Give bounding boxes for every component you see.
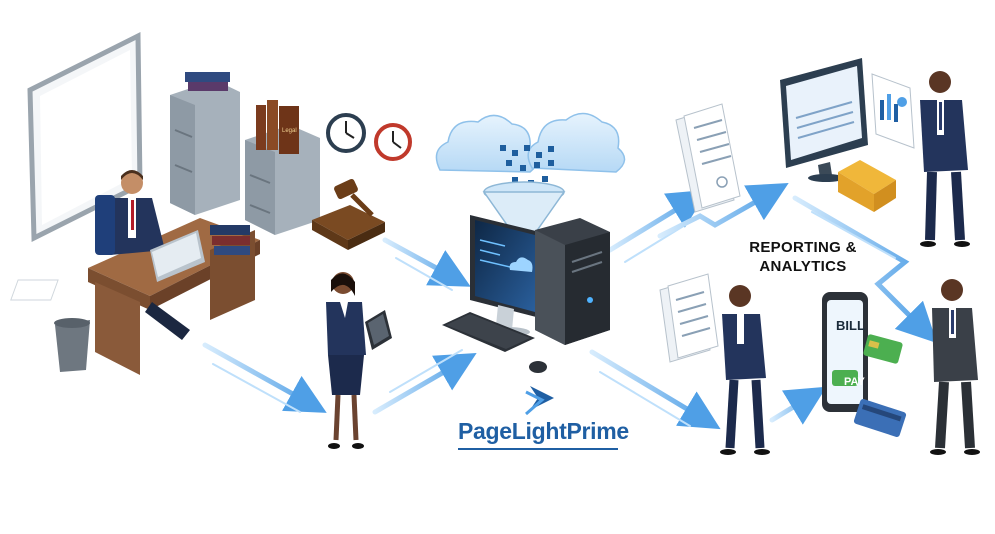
book-spine-label: Legal bbox=[282, 128, 297, 134]
trash-bin-icon bbox=[54, 318, 90, 372]
mobile-bill-icon bbox=[822, 292, 868, 412]
pay-button-label: PAY bbox=[844, 376, 865, 388]
brand-logo: PageLightPrime bbox=[458, 384, 628, 454]
mouse-icon bbox=[529, 361, 547, 373]
books-icon bbox=[210, 225, 250, 255]
books-icon: Legal bbox=[256, 100, 299, 154]
bill-label: BILL bbox=[836, 318, 865, 333]
wall-clock-icon bbox=[376, 125, 410, 159]
dashboard-icon bbox=[780, 0, 914, 182]
brand-underline bbox=[458, 448, 618, 450]
cloud-icon bbox=[436, 115, 537, 172]
wall-clock-icon bbox=[328, 115, 364, 151]
brand-mark-icon bbox=[524, 384, 564, 416]
person-icon bbox=[326, 272, 366, 449]
reporting-label-line2: ANALYTICS bbox=[742, 257, 864, 276]
computer-tower-icon bbox=[535, 218, 610, 345]
cloud-icon bbox=[528, 113, 624, 172]
arrow-clerk-to-computer bbox=[375, 358, 468, 412]
person-icon bbox=[930, 279, 980, 455]
credit-card-icon bbox=[863, 334, 903, 365]
gavel-icon bbox=[312, 178, 385, 250]
reporting-label-line1: REPORTING & bbox=[742, 238, 864, 257]
arrow-records-to-computer bbox=[385, 240, 462, 282]
tablet-icon bbox=[365, 310, 392, 350]
arrow-desk-to-clerk bbox=[205, 345, 318, 408]
reporting-analytics-label: REPORTING & ANALYTICS bbox=[742, 238, 864, 276]
arrow-analyst-to-payment bbox=[772, 392, 818, 420]
folders-icon bbox=[838, 160, 896, 212]
person-icon bbox=[920, 71, 970, 247]
document-icon bbox=[660, 274, 718, 362]
brand-name: PageLightPrime bbox=[458, 418, 629, 445]
person-icon bbox=[720, 285, 770, 455]
credit-card-icon bbox=[853, 398, 907, 438]
document-icon bbox=[676, 104, 740, 212]
